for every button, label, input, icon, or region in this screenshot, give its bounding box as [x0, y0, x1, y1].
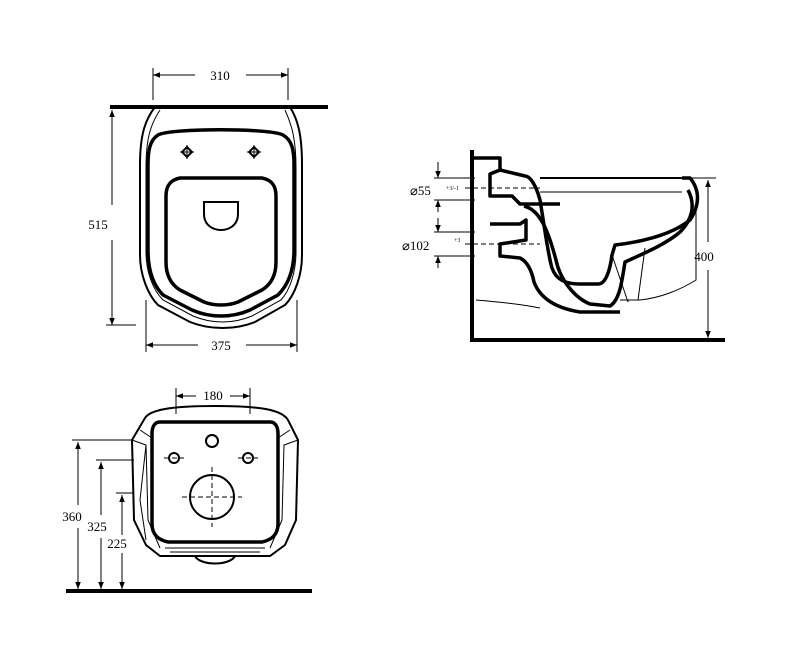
bowl-rim	[146, 128, 296, 318]
bowl-basin-section	[523, 189, 694, 308]
side-view: ⌀55 +3/-1 ⌀102 +3 400	[402, 150, 725, 342]
hinge-mark-left	[180, 145, 194, 159]
dim-375-label: 375	[211, 338, 231, 353]
drain-pipe	[490, 218, 620, 314]
rear-view: 180 360 325 225	[62, 388, 312, 593]
drain-hole	[189, 474, 235, 520]
inlet-hole	[205, 434, 219, 448]
bowl-foot-lines	[611, 247, 646, 303]
dim-325-label: 325	[87, 519, 107, 534]
rear-body-facets	[131, 429, 299, 549]
dimension-depth: 515	[88, 110, 136, 326]
bowl-underside	[475, 200, 697, 309]
bowl-basin	[164, 176, 278, 307]
dimension-diameter-upper: ⌀55 +3/-1	[410, 162, 475, 212]
dimension-height-inner: 225	[107, 492, 134, 589]
dim-102-label: ⌀102	[402, 238, 429, 253]
dimension-hole-spacing: 180	[175, 388, 251, 414]
dim-102-tolerance: +3	[454, 238, 460, 244]
dimension-height-outer: 360	[62, 439, 132, 589]
dim-515-label: 515	[88, 217, 108, 232]
dimension-width-bottom: 375	[145, 300, 298, 353]
rear-base-lines	[165, 547, 265, 553]
dim-55-label: ⌀55	[410, 183, 431, 198]
rear-body-outer	[130, 404, 300, 557]
dim-400-label: 400	[694, 249, 714, 264]
dim-310-label: 310	[210, 68, 230, 83]
top-view: 310 515 375	[88, 68, 328, 353]
bowl-outer-contour-inner	[145, 109, 297, 323]
dimension-height: 400	[690, 177, 716, 338]
dim-360-label: 360	[62, 509, 82, 524]
dim-225-label: 225	[107, 536, 127, 551]
dim-180-label: 180	[203, 388, 223, 403]
rear-bottom-arc	[194, 555, 236, 565]
dimension-diameter-lower: ⌀102 +3	[402, 218, 475, 268]
dimension-height-middle: 325	[87, 459, 134, 589]
bowl-outer-contour	[139, 106, 303, 329]
rear-mounting-plate	[150, 420, 280, 544]
dim-55-tolerance: +3/-1	[446, 186, 459, 192]
flush-opening	[203, 201, 239, 232]
wall-bracket	[472, 156, 560, 206]
hinge-mark-right	[247, 145, 261, 159]
dimension-width-top: 310	[152, 68, 289, 100]
